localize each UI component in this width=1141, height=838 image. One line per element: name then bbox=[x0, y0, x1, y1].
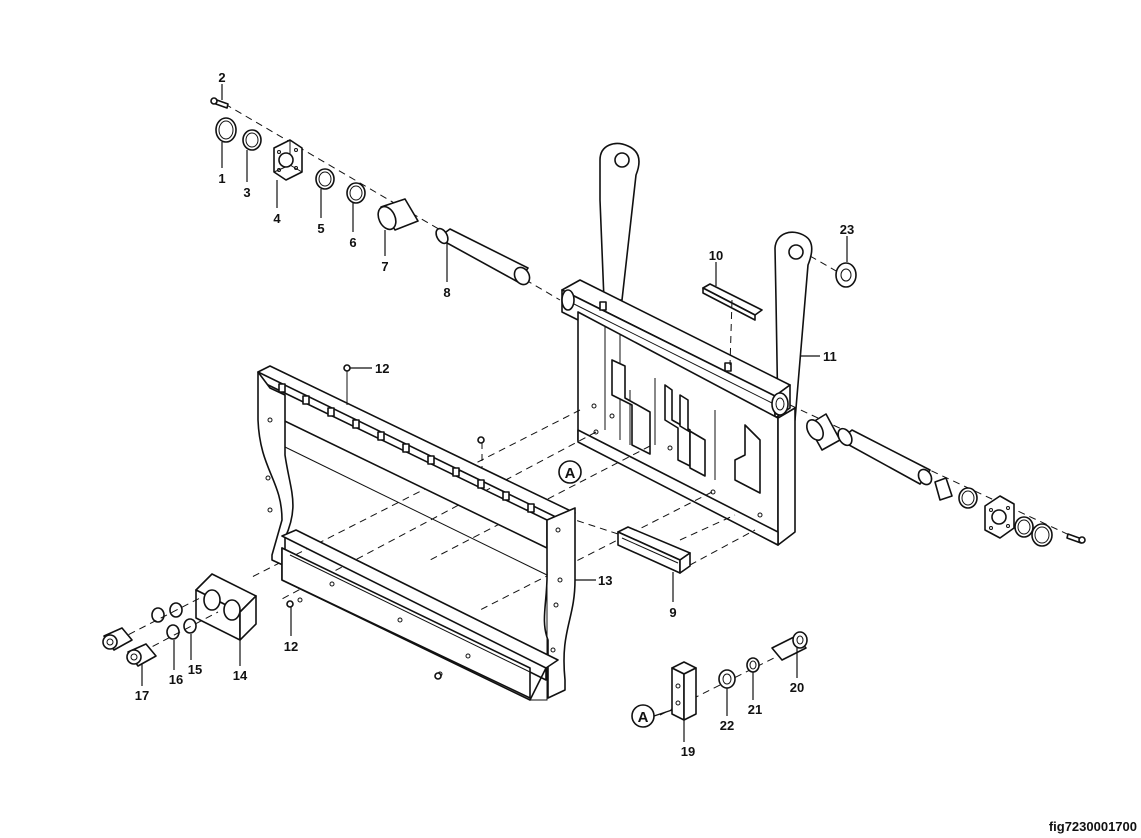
callout-20: 20 bbox=[790, 680, 804, 695]
right-pin-assembly bbox=[789, 404, 1086, 547]
callout-19: 19 bbox=[681, 744, 695, 759]
callout-4: 4 bbox=[273, 211, 281, 226]
callout-6: 6 bbox=[349, 235, 356, 250]
callout-22: 22 bbox=[720, 718, 734, 733]
callout-3: 3 bbox=[243, 185, 250, 200]
part-3-seal bbox=[242, 129, 262, 151]
part-15-16-washers bbox=[151, 602, 197, 640]
part-17-bolts bbox=[102, 597, 219, 667]
callout-1: 1 bbox=[218, 171, 225, 186]
part-10-block bbox=[702, 283, 763, 366]
part-13-fork-carrier bbox=[257, 365, 576, 701]
callout-numbers: 2 1 3 4 5 6 7 8 10 23 11 12 13 9 12 14 1… bbox=[135, 70, 854, 759]
callout-11: 11 bbox=[823, 349, 837, 364]
part-9-pad bbox=[617, 526, 691, 574]
part-4-flange bbox=[273, 139, 303, 181]
callout-17: 17 bbox=[135, 688, 149, 703]
svg-text:A: A bbox=[638, 709, 649, 726]
part-6-seal bbox=[346, 182, 366, 204]
detail-ref-a-main: A bbox=[558, 460, 582, 484]
part-7-bushing bbox=[377, 198, 419, 231]
callout-12-top: 12 bbox=[375, 361, 389, 376]
callout-5: 5 bbox=[317, 221, 324, 236]
callout-9: 9 bbox=[669, 605, 676, 620]
svg-text:A: A bbox=[565, 465, 576, 482]
callout-10: 10 bbox=[709, 248, 723, 263]
callout-23: 23 bbox=[840, 222, 854, 237]
callout-13: 13 bbox=[598, 573, 612, 588]
callout-21: 21 bbox=[748, 702, 762, 717]
top-bar-notches bbox=[278, 383, 535, 513]
part-1-ring bbox=[215, 117, 237, 143]
part-11-carriage-frame bbox=[561, 142, 813, 546]
part-23-ring bbox=[809, 255, 857, 288]
callout-2: 2 bbox=[218, 70, 225, 85]
leader-lines bbox=[141, 84, 848, 742]
detail-a-assembly bbox=[659, 631, 811, 721]
part-14-clamp-block bbox=[195, 573, 257, 641]
callout-16: 16 bbox=[169, 672, 183, 687]
callout-7: 7 bbox=[381, 259, 388, 274]
callout-12-bottom: 12 bbox=[284, 639, 298, 654]
callout-15: 15 bbox=[188, 662, 202, 677]
callout-8: 8 bbox=[443, 285, 450, 300]
upper-left-pin-assembly bbox=[210, 97, 561, 301]
part-12-grease-nipples bbox=[286, 364, 485, 680]
callout-14: 14 bbox=[233, 668, 248, 683]
detail-ref-a-detail: A bbox=[631, 704, 673, 728]
part-2-bolt bbox=[210, 97, 229, 109]
part-8-pin bbox=[435, 227, 531, 286]
part-5-washer bbox=[315, 168, 335, 190]
figure-id-label: fig7230001700 bbox=[1048, 819, 1137, 834]
